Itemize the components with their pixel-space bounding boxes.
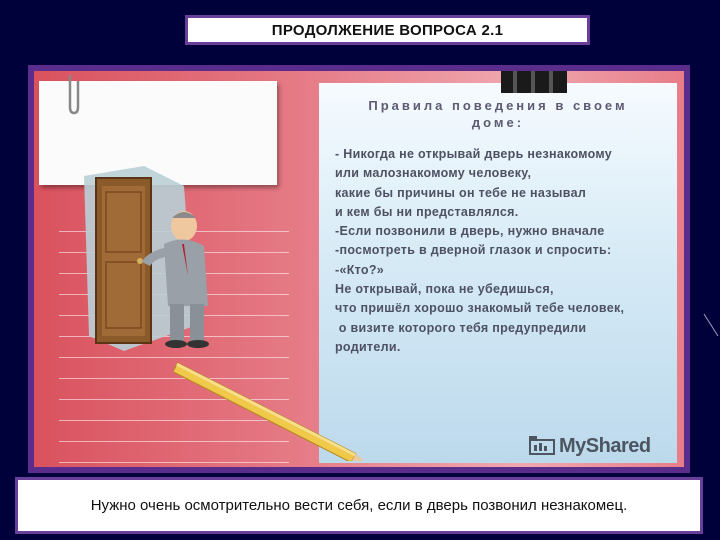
notebook: Правила поведения в своем доме: - Никогд… — [34, 71, 684, 467]
question-title: ПРОДОЛЖЕНИЕ ВОПРОСА 2.1 — [271, 21, 504, 39]
pencil-icon — [174, 362, 372, 461]
paperclip-icon — [68, 75, 80, 115]
rules-text: - Никогда не открывай дверь незнакомому … — [335, 147, 625, 354]
decorative-stroke — [703, 313, 719, 337]
left-page — [34, 71, 324, 467]
myshared-watermark: MyShared — [529, 435, 651, 458]
question-title-box: ПРОДОЛЖЕНИЕ ВОПРОСА 2.1 — [185, 15, 590, 45]
answer-caption-box: Нужно очень осмотрительно вести себя, ес… — [15, 477, 703, 534]
door-man-illustration — [84, 166, 209, 351]
slide-illustration: Правила поведения в своем доме: - Никогд… — [28, 65, 690, 473]
rules-title-line1: Правила поведения в своем — [368, 98, 628, 113]
rules-title-line2: доме: — [471, 115, 525, 130]
myshared-logo-icon — [529, 435, 555, 455]
watermark-text: MyShared — [559, 435, 651, 457]
binder-clip-icon — [501, 71, 567, 93]
answer-caption: Нужно очень осмотрительно вести себя, ес… — [90, 497, 628, 514]
rules-title: Правила поведения в своем доме: — [319, 97, 677, 131]
rules-page: Правила поведения в своем доме: - Никогд… — [319, 83, 677, 463]
